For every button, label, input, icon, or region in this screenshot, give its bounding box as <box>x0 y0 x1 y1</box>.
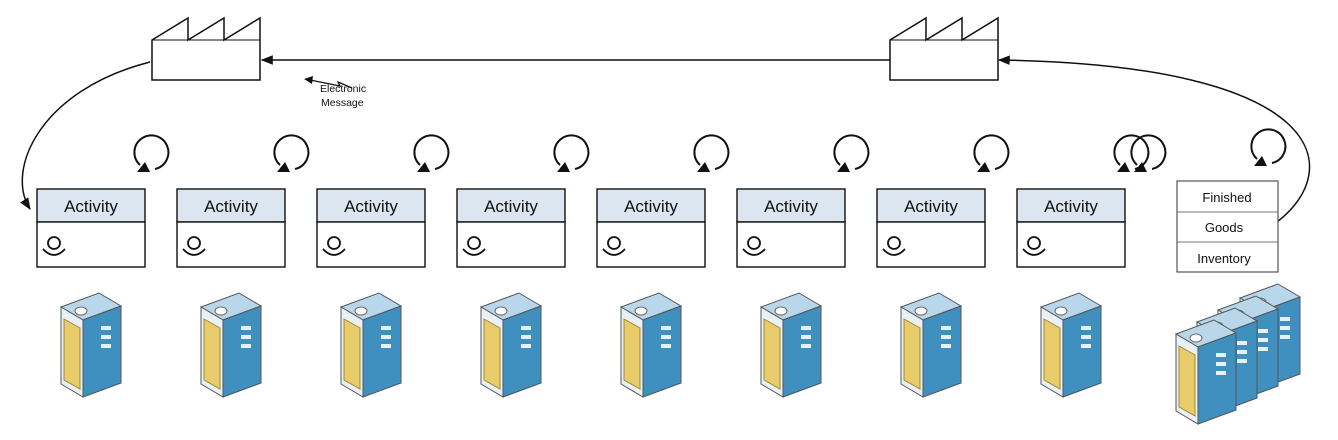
activity-header <box>1016 188 1126 223</box>
activity-box: Activity <box>736 134 870 268</box>
electronic-message-label-line1: Electronic <box>320 83 366 95</box>
activity-header <box>36 188 146 223</box>
cycle-arrow-icon <box>833 134 870 173</box>
activity-body <box>456 221 566 268</box>
activity-box: Activity <box>876 134 1010 268</box>
cycle-arrow-icon <box>553 134 590 173</box>
cycle-arrow-icon <box>1250 128 1287 167</box>
activity-header <box>876 188 986 223</box>
activity-box: Activity <box>1016 134 1150 268</box>
server-icon <box>900 292 962 398</box>
activity-header <box>316 188 426 223</box>
activity-body <box>176 221 286 268</box>
finished-goods-line-inventory: Inventory <box>1197 251 1251 266</box>
cycle-arrow-icon <box>273 134 310 173</box>
server-icon <box>480 292 542 398</box>
cycle-arrow-icon <box>413 134 450 173</box>
activity-body <box>596 221 706 268</box>
activity-box: Activity <box>176 134 310 268</box>
finished-goods-inventory-box: Finished Goods Inventory <box>1176 128 1287 273</box>
activity-title: Activity <box>344 197 398 216</box>
activity-header <box>596 188 706 223</box>
server-icon <box>60 292 122 398</box>
cycle-arrow-icon <box>133 134 170 173</box>
electronic-message-label-line2: Message <box>321 97 364 109</box>
cycle-arrow-icon <box>693 134 730 173</box>
activity-body <box>736 221 846 268</box>
activity-box: Activity <box>316 134 450 268</box>
customer-factory-icon <box>889 17 999 81</box>
activity-title: Activity <box>764 197 818 216</box>
server-row <box>60 292 1102 398</box>
activity-title: Activity <box>484 197 538 216</box>
activity-box: Activity <box>596 134 730 268</box>
cycle-arrow-icon <box>973 134 1010 173</box>
activity-title: Activity <box>904 197 958 216</box>
activity-body <box>876 221 986 268</box>
server-icon <box>340 292 402 398</box>
activity-header <box>456 188 566 223</box>
server-icon <box>1040 292 1102 398</box>
activity-body <box>316 221 426 268</box>
server-icon <box>620 292 682 398</box>
activity-title: Activity <box>1044 197 1098 216</box>
activity-title: Activity <box>64 197 118 216</box>
finished-goods-line-finished: Finished <box>1202 190 1251 205</box>
activity-box: Activity <box>36 134 170 268</box>
activity-title: Activity <box>204 197 258 216</box>
server-icon <box>760 292 822 398</box>
lightning-bolt-icon <box>304 76 353 89</box>
activity-box: Activity <box>456 134 590 268</box>
supplier-factory-icon <box>151 17 261 81</box>
process-row: Activity Activity Activity Activity Activity… <box>36 134 1150 268</box>
finished-goods-line-goods: Goods <box>1205 220 1244 235</box>
server-cluster-icon <box>1175 283 1301 425</box>
activity-title: Activity <box>624 197 678 216</box>
activity-body <box>1016 221 1126 268</box>
activity-header <box>736 188 846 223</box>
server-icon <box>200 292 262 398</box>
supplier-to-first-activity-arrow <box>20 61 151 211</box>
activity-body <box>36 221 146 268</box>
inventory-to-customer-arrow <box>997 55 1311 223</box>
